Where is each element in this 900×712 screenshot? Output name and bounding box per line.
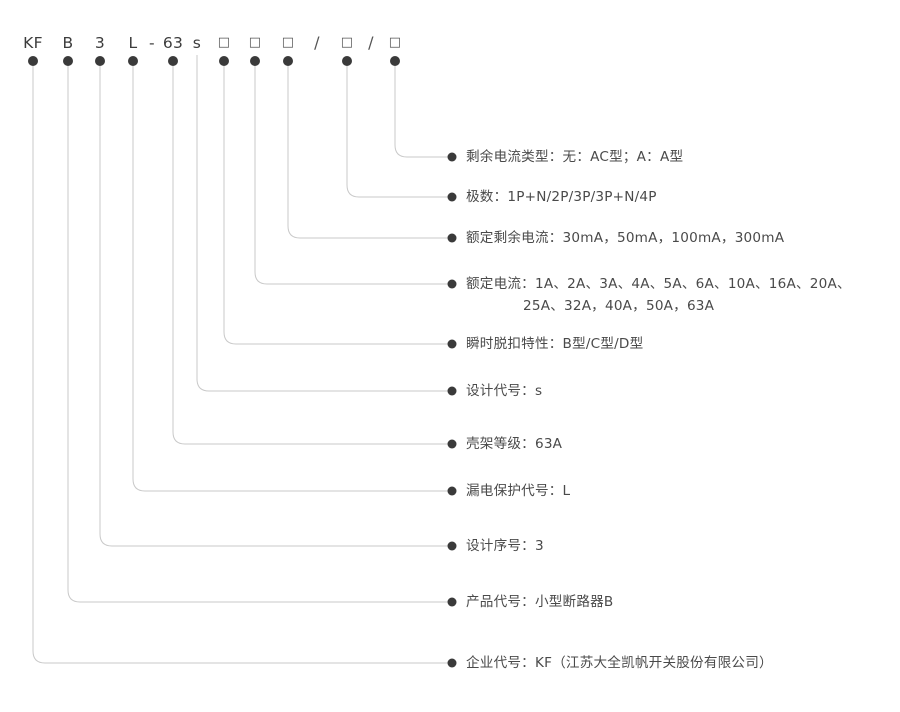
code-anchor-dot xyxy=(219,56,229,66)
callout-label-residual-current-type: 剩余电流类型：无：AC型；A：A型 xyxy=(466,146,683,168)
callout-dot-frame-rating xyxy=(447,439,457,449)
callout-text-primary: 壳架等级：63A xyxy=(466,436,563,452)
code-anchor-dot xyxy=(283,56,293,66)
code-anchor-dot xyxy=(128,56,138,66)
callout-text-secondary: 25A、32A，40A，50A，63A xyxy=(523,298,715,314)
code-token-13: □ xyxy=(388,35,402,50)
callout-label-instantaneous-trip-characteristic: 瞬时脱扣特性：B型/C型/D型 xyxy=(466,333,643,355)
callout-dot-residual-current-type xyxy=(447,152,457,162)
code-anchor-dot xyxy=(28,56,38,66)
callout-text-primary: 企业代号：KF（江苏大全凯帆开关股份有限公司） xyxy=(466,655,773,671)
code-anchor-dot xyxy=(168,56,178,66)
code-token-3: L xyxy=(128,34,138,52)
model-code-row: KF B 3 L-63 s □ □ □ / □ / □ xyxy=(0,30,900,56)
callout-dot-design-serial-number xyxy=(447,541,457,551)
callout-text-primary: 额定电流：1A、2A、3A、4A、5A、6A、10A、16A、20A、 xyxy=(466,276,851,292)
callout-dot-rated-current xyxy=(447,279,457,289)
code-token-1: B xyxy=(62,34,74,52)
code-token-7: □ xyxy=(217,35,231,50)
callout-label-product-code: 产品代号：小型断路器B xyxy=(466,591,613,613)
leader-line-rated-residual-current xyxy=(287,66,452,239)
callout-dot-pole-number xyxy=(447,192,457,202)
code-token-5: 63 xyxy=(162,34,184,52)
leader-line-design-serial-number xyxy=(99,66,452,547)
code-token-9: □ xyxy=(281,35,295,50)
code-token-12: / xyxy=(368,33,374,52)
code-anchor-dot xyxy=(95,56,105,66)
code-token-0: KF xyxy=(23,34,43,52)
callout-label-pole-number: 极数：1P+N/2P/3P/3P+N/4P xyxy=(466,186,657,208)
callout-label-leakage-protection-code: 漏电保护代号：L xyxy=(466,480,570,502)
callout-dot-rated-residual-current xyxy=(447,233,457,243)
callout-text-primary: 设计代号：s xyxy=(466,383,543,399)
callout-dot-product-code xyxy=(447,597,457,607)
code-token-10: / xyxy=(314,33,320,52)
callout-dot-leakage-protection-code xyxy=(447,486,457,496)
leader-line-residual-current-type xyxy=(394,66,452,158)
code-anchor-dot xyxy=(250,56,260,66)
code-anchor-dot xyxy=(342,56,352,66)
callout-text-primary: 剩余电流类型：无：AC型；A：A型 xyxy=(466,149,684,165)
code-token-11: □ xyxy=(340,35,354,50)
leader-line-frame-rating xyxy=(172,66,452,445)
callout-label-design-code: 设计代号：s xyxy=(466,380,542,402)
callout-text-primary: 瞬时脱扣特性：B型/C型/D型 xyxy=(466,336,644,352)
code-token-2: 3 xyxy=(94,34,106,52)
callout-label-design-serial-number: 设计序号：3 xyxy=(466,535,544,557)
callout-label-frame-rating: 壳架等级：63A xyxy=(466,433,562,455)
callout-text-primary: 额定剩余电流：30mA，50mA，100mA，300mA xyxy=(466,230,785,246)
code-token-4: - xyxy=(149,34,155,52)
code-token-8: □ xyxy=(248,35,262,50)
leader-line-pole-number xyxy=(346,66,452,198)
callout-label-enterprise-code: 企业代号：KF（江苏大全凯帆开关股份有限公司） xyxy=(466,652,773,674)
leader-line-enterprise-code xyxy=(32,66,452,664)
callout-dot-instantaneous-trip-characteristic xyxy=(447,339,457,349)
callout-text-primary: 设计序号：3 xyxy=(466,538,544,554)
callout-dot-design-code xyxy=(447,386,457,396)
callout-label-rated-residual-current: 额定剩余电流：30mA，50mA，100mA，300mA xyxy=(466,227,784,249)
leader-line-design-code xyxy=(196,66,452,392)
callout-dot-enterprise-code xyxy=(447,658,457,668)
callout-label-rated-current: 额定电流：1A、2A、3A、4A、5A、6A、10A、16A、20A、 25A、3… xyxy=(466,273,851,317)
callout-text-primary: 产品代号：小型断路器B xyxy=(466,594,614,610)
leader-line-instantaneous-trip-characteristic xyxy=(223,66,452,345)
leader-line-product-code xyxy=(67,66,452,603)
code-token-6: s xyxy=(192,34,202,52)
callout-text-primary: 漏电保护代号：L xyxy=(466,483,571,499)
callout-text-primary: 极数：1P+N/2P/3P/3P+N/4P xyxy=(466,189,657,205)
leader-line-leakage-protection-code xyxy=(132,66,452,492)
leader-line-rated-current xyxy=(254,66,452,285)
code-anchor-dot xyxy=(63,56,73,66)
code-anchor-dot xyxy=(390,56,400,66)
